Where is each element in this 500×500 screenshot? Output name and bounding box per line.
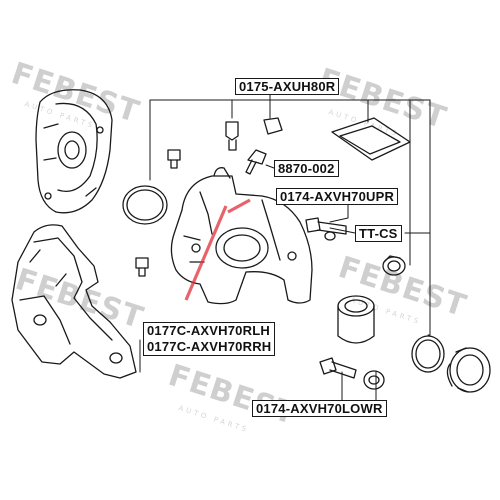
caliper-piston [337,295,375,344]
label-bracket-lh: 0177C-AXVH70RLH [147,323,270,338]
label-bracket-rh: 0177C-AXVH70RRH [147,339,272,354]
guide-pin-lower [319,357,385,390]
label-pin-upper: 0174-AXVH70UPR [276,188,399,205]
caliper-bracket [11,224,137,379]
seal-ring-outer [122,185,168,225]
leader-kit-bar [149,99,431,116]
guide-pin-upper [305,217,347,241]
caliper-body [170,167,313,305]
leader-upper [329,204,349,223]
piston-dust-boot [446,347,491,393]
bleeder-bolt-upper [167,149,181,169]
piston-seal-outer [411,335,445,373]
leader-lines [139,91,431,401]
leader-cap-left [329,227,356,234]
label-pin-cap: TT-CS [355,225,402,242]
label-bracket: 0177C-AXVH70RLH 0177C-AXVH70RRH [143,322,276,356]
grease-packet [331,117,411,161]
leader-bolt [265,164,275,169]
caliper-motor-housing [35,89,113,214]
pad-clip-right [263,117,283,135]
label-bolt: 8870-002 [274,160,339,177]
bolt-8870-002 [245,149,267,175]
pad-clip-left [225,121,239,151]
seal-ring-inner [126,189,164,221]
guide-pin-boot [382,255,406,276]
label-kit: 0175-AXUH80R [235,78,340,95]
bleeder-bolt-lower [135,257,149,277]
label-pin-lower: 0174-AXVH70LOWR [252,400,387,417]
piston-seal-inner [415,339,441,369]
red-accent-mark [184,198,251,301]
